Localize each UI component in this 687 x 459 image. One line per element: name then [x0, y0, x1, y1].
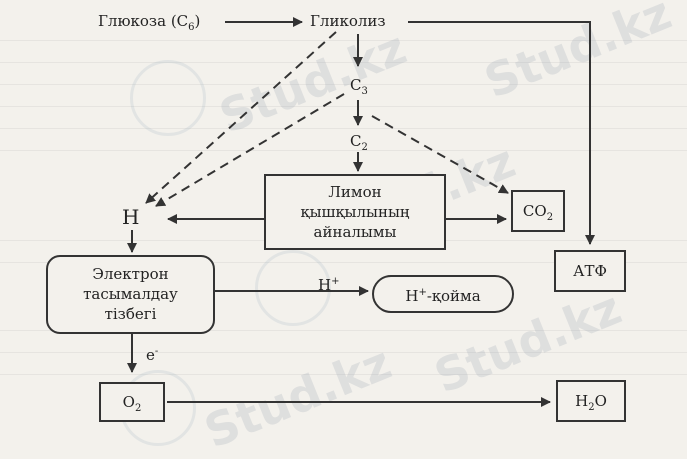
atp-box [554, 250, 626, 292]
h-storage-label: Н+-қойма [405, 287, 481, 305]
dashed-c3-co2 [371, 115, 509, 194]
hydrogen-label: Н [122, 205, 140, 229]
co2-box [511, 190, 565, 232]
c3-label: С3 [350, 76, 368, 97]
krebs-cycle-text: Лимон қышқылының айналымы [300, 183, 410, 241]
h2o-box [556, 380, 626, 422]
glucose-label: Глюкоза (С6) [98, 12, 201, 33]
h-storage-pill [372, 275, 514, 313]
dashed-glycolysis-h [145, 31, 337, 204]
krebs-cycle-box [264, 174, 446, 250]
electron-transport-chain-box [46, 255, 215, 334]
c2-label: С2 [350, 132, 368, 153]
h-plus-label: Н+ [318, 276, 340, 294]
co2-label: СО2 [522, 202, 554, 223]
atp-label: АТФ [573, 262, 607, 280]
dashed-c3-h [155, 93, 345, 207]
electron-transport-chain-text: Электрон тасымалдау тізбегі [83, 265, 178, 323]
o2-label: О2 [122, 393, 142, 414]
electron-label: е- [146, 346, 159, 364]
connectors [127, 17, 595, 407]
h2o-label: Н2О [575, 392, 607, 413]
glycolysis-label: Гликолиз [310, 12, 386, 30]
arrow-glycolysis-atp [408, 21, 595, 245]
o2-box [99, 382, 165, 422]
